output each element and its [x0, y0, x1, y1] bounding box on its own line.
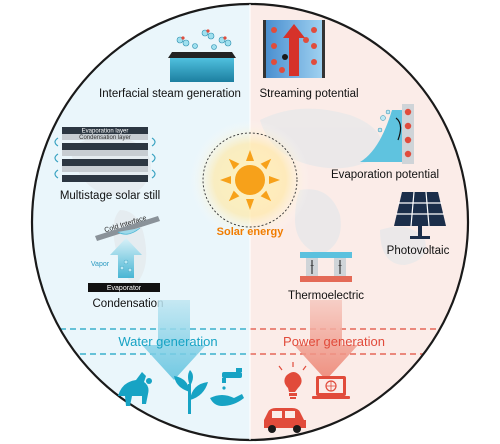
- lightbulb-icon: [278, 362, 307, 399]
- water-down-arrow: [142, 300, 206, 380]
- streaming-potential-label: Streaming potential: [259, 88, 358, 100]
- sun-icon: [220, 150, 280, 210]
- sun-group: Solar energy: [190, 120, 310, 240]
- streaming-potential-illustration: [263, 20, 325, 78]
- condensation-label: Condensation: [93, 298, 164, 310]
- laptop-icon: [312, 376, 350, 399]
- water-tap-icon: [210, 368, 244, 406]
- water-generation-label: Water generation: [118, 334, 217, 349]
- thermoelectric-label: Thermoelectric: [288, 290, 364, 302]
- multistage-still-illustration: [54, 127, 156, 182]
- sun-dashed-ring: [202, 132, 298, 228]
- condensation-illustration: [88, 216, 160, 292]
- interfacial-steam-illustration: [168, 29, 236, 82]
- multistage-still-label: Multistage solar still: [60, 190, 160, 202]
- dog-icon: [118, 372, 152, 406]
- evaporator-label: Evaporator: [107, 285, 142, 292]
- condensation-layer-label: Condensation layer: [79, 135, 131, 141]
- solar-energy-label: Solar energy: [217, 226, 285, 238]
- power-down-arrow: [294, 300, 358, 380]
- car-icon: [264, 408, 306, 433]
- solar-panel-icon: [394, 191, 446, 239]
- thermoelectric-illustration: −+: [300, 252, 352, 282]
- photovoltaic-label: Photovoltaic: [387, 245, 450, 257]
- evaporation-potential-label: Evaporation potential: [331, 169, 439, 181]
- power-generation-label: Power generation: [283, 334, 385, 349]
- evaporation-potential-illustration: [360, 104, 414, 164]
- interfacial-steam-label: Interfacial steam generation: [99, 88, 241, 100]
- evaporation-layer-label: Evaporation layer: [82, 129, 129, 135]
- vapor-label: Vapor: [91, 261, 110, 268]
- plant-icon: [174, 370, 208, 414]
